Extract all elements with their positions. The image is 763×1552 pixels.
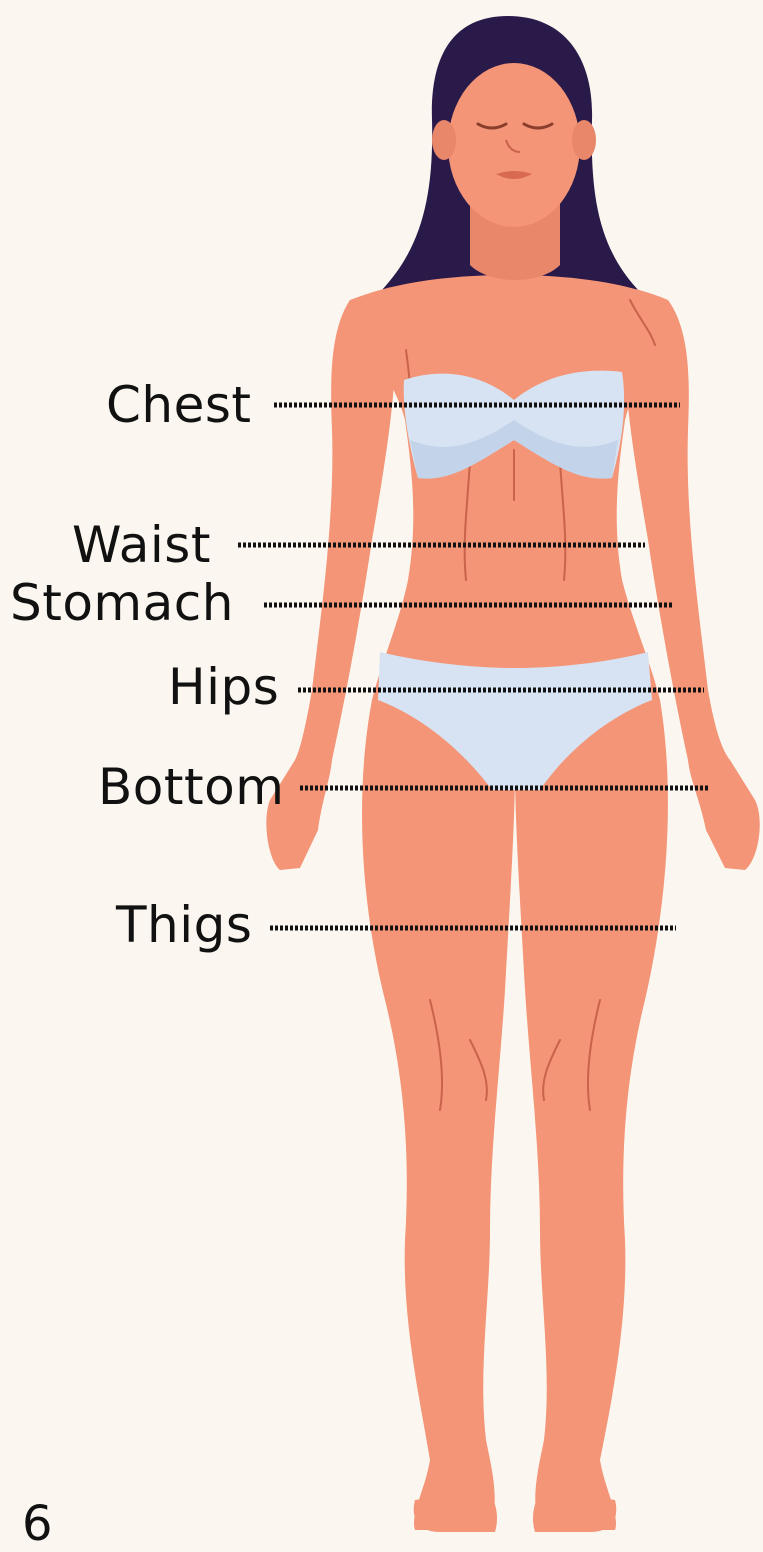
right-ear [572,120,596,160]
bottom-label: Bottom [98,762,284,812]
left-ear [432,120,456,160]
chest-label: Chest [106,380,252,430]
face [448,63,580,227]
right-leg [515,700,668,1530]
waist-label: Waist [72,520,211,570]
thighs-label: Thigs [116,900,252,950]
left-leg [362,700,515,1530]
stomach-label: Stomach [10,578,234,628]
hips-label: Hips [168,662,279,712]
page-number: 6 [22,1500,53,1548]
